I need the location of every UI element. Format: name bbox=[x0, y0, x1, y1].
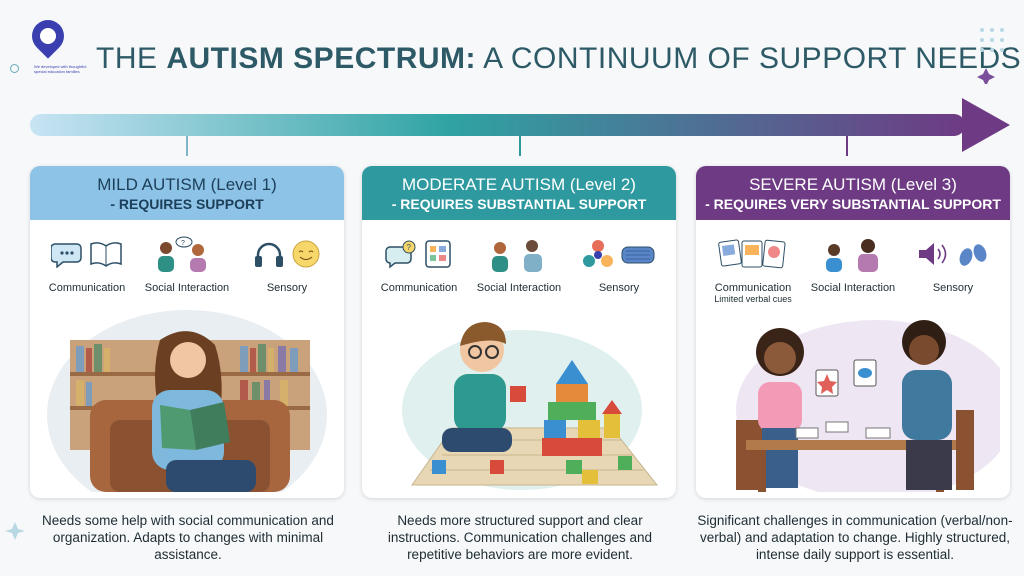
speech-bubble-icon bbox=[51, 243, 82, 268]
title-prefix: THE bbox=[96, 42, 167, 75]
icon-label: Sensory bbox=[598, 282, 640, 294]
icon-label: Communication bbox=[714, 282, 792, 294]
icon-label: Sensory bbox=[266, 282, 308, 294]
sensory-group: Sensory bbox=[564, 236, 674, 294]
level-2-card: MODERATE AUTISM (Level 2) - REQUIRES SUB… bbox=[362, 166, 676, 498]
level-1-heading: MILD AUTISM (Level 1) bbox=[97, 175, 277, 194]
question-bubble-icon: ? bbox=[385, 240, 416, 269]
level-1-header: MILD AUTISM (Level 1) - REQUIRES SUPPORT bbox=[30, 166, 344, 220]
boy-building-blocks-illustration bbox=[402, 322, 659, 490]
icon-label: Social Interaction bbox=[144, 282, 230, 294]
icon-label: Communication bbox=[380, 282, 458, 294]
icon-label: Sensory bbox=[932, 282, 974, 294]
svg-text:?: ? bbox=[407, 243, 412, 252]
level-1-card: MILD AUTISM (Level 1) - REQUIRES SUPPORT… bbox=[30, 166, 344, 498]
icon-sublabel: Limited verbal cues bbox=[714, 294, 792, 304]
title-suffix: A CONTINUUM OF SUPPORT NEEDS bbox=[476, 42, 1022, 75]
page-title: THE AUTISM SPECTRUM: A CONTINUUM OF SUPP… bbox=[96, 42, 1021, 76]
sensory-group: Sensory bbox=[898, 236, 1008, 294]
two-people-icon bbox=[492, 240, 542, 272]
social-interaction-group: ? Social Interaction bbox=[132, 236, 242, 294]
social-interaction-group: Social Interaction bbox=[798, 236, 908, 294]
communication-group: Communication Limited verbal cues bbox=[698, 236, 808, 304]
dots-decoration bbox=[977, 28, 1004, 84]
fidget-spinner-icon bbox=[583, 240, 613, 267]
logo: We developed with thoughtful special edu… bbox=[10, 13, 90, 82]
level-3-subheading: - REQUIRES VERY SUBSTANTIAL SUPPORT bbox=[705, 196, 1001, 212]
earplugs-icon bbox=[959, 244, 987, 266]
level-1-subheading: - REQUIRES SUPPORT bbox=[110, 196, 264, 212]
level-3-header: SEVERE AUTISM (Level 3) - REQUIRES VERY … bbox=[696, 166, 1010, 220]
level-1-description: Needs some help with social communicatio… bbox=[42, 513, 334, 562]
spectrum-arrow bbox=[30, 98, 1010, 156]
cushion-icon bbox=[621, 246, 655, 264]
smiley-icon bbox=[292, 240, 320, 268]
location-pin-icon bbox=[25, 13, 71, 59]
girl-with-therapist-illustration bbox=[736, 320, 1000, 492]
child-adult-icon bbox=[826, 239, 878, 272]
book-icon bbox=[90, 242, 122, 267]
icon-label: Social Interaction bbox=[810, 282, 896, 294]
woman-reading-illustration bbox=[47, 310, 327, 492]
svg-text:?: ? bbox=[181, 240, 185, 247]
level-3-heading: SEVERE AUTISM (Level 3) bbox=[749, 175, 957, 194]
level-2-subheading: - REQUIRES SUBSTANTIAL SUPPORT bbox=[391, 196, 647, 212]
sparkle-decoration bbox=[5, 522, 25, 540]
icon-label: Social Interaction bbox=[476, 282, 562, 294]
icon-label: Communication bbox=[48, 282, 126, 294]
level-3-card: SEVERE AUTISM (Level 3) - REQUIRES VERY … bbox=[696, 166, 1010, 498]
level-2-description: Needs more structured support and clear … bbox=[387, 513, 653, 562]
circle-decoration bbox=[10, 64, 19, 73]
two-people-talking-icon: ? bbox=[158, 236, 206, 272]
picture-cards-icon bbox=[718, 239, 786, 269]
social-interaction-group: Social Interaction bbox=[464, 236, 574, 294]
communication-group: ? Communication bbox=[364, 236, 474, 294]
sensory-group: Sensory bbox=[232, 236, 342, 294]
title-bold: AUTISM SPECTRUM: bbox=[166, 42, 476, 75]
level-2-heading: MODERATE AUTISM (Level 2) bbox=[402, 175, 636, 194]
level-2-header: MODERATE AUTISM (Level 2) - REQUIRES SUB… bbox=[362, 166, 676, 220]
speaker-icon bbox=[919, 243, 947, 265]
checklist-icon bbox=[425, 240, 451, 268]
logo-text: We developed with thoughtful special edu… bbox=[34, 64, 87, 74]
headphones-icon bbox=[255, 242, 283, 267]
communication-group: Communication bbox=[32, 236, 142, 294]
level-3-description: Significant challenges in communication … bbox=[697, 513, 1013, 562]
